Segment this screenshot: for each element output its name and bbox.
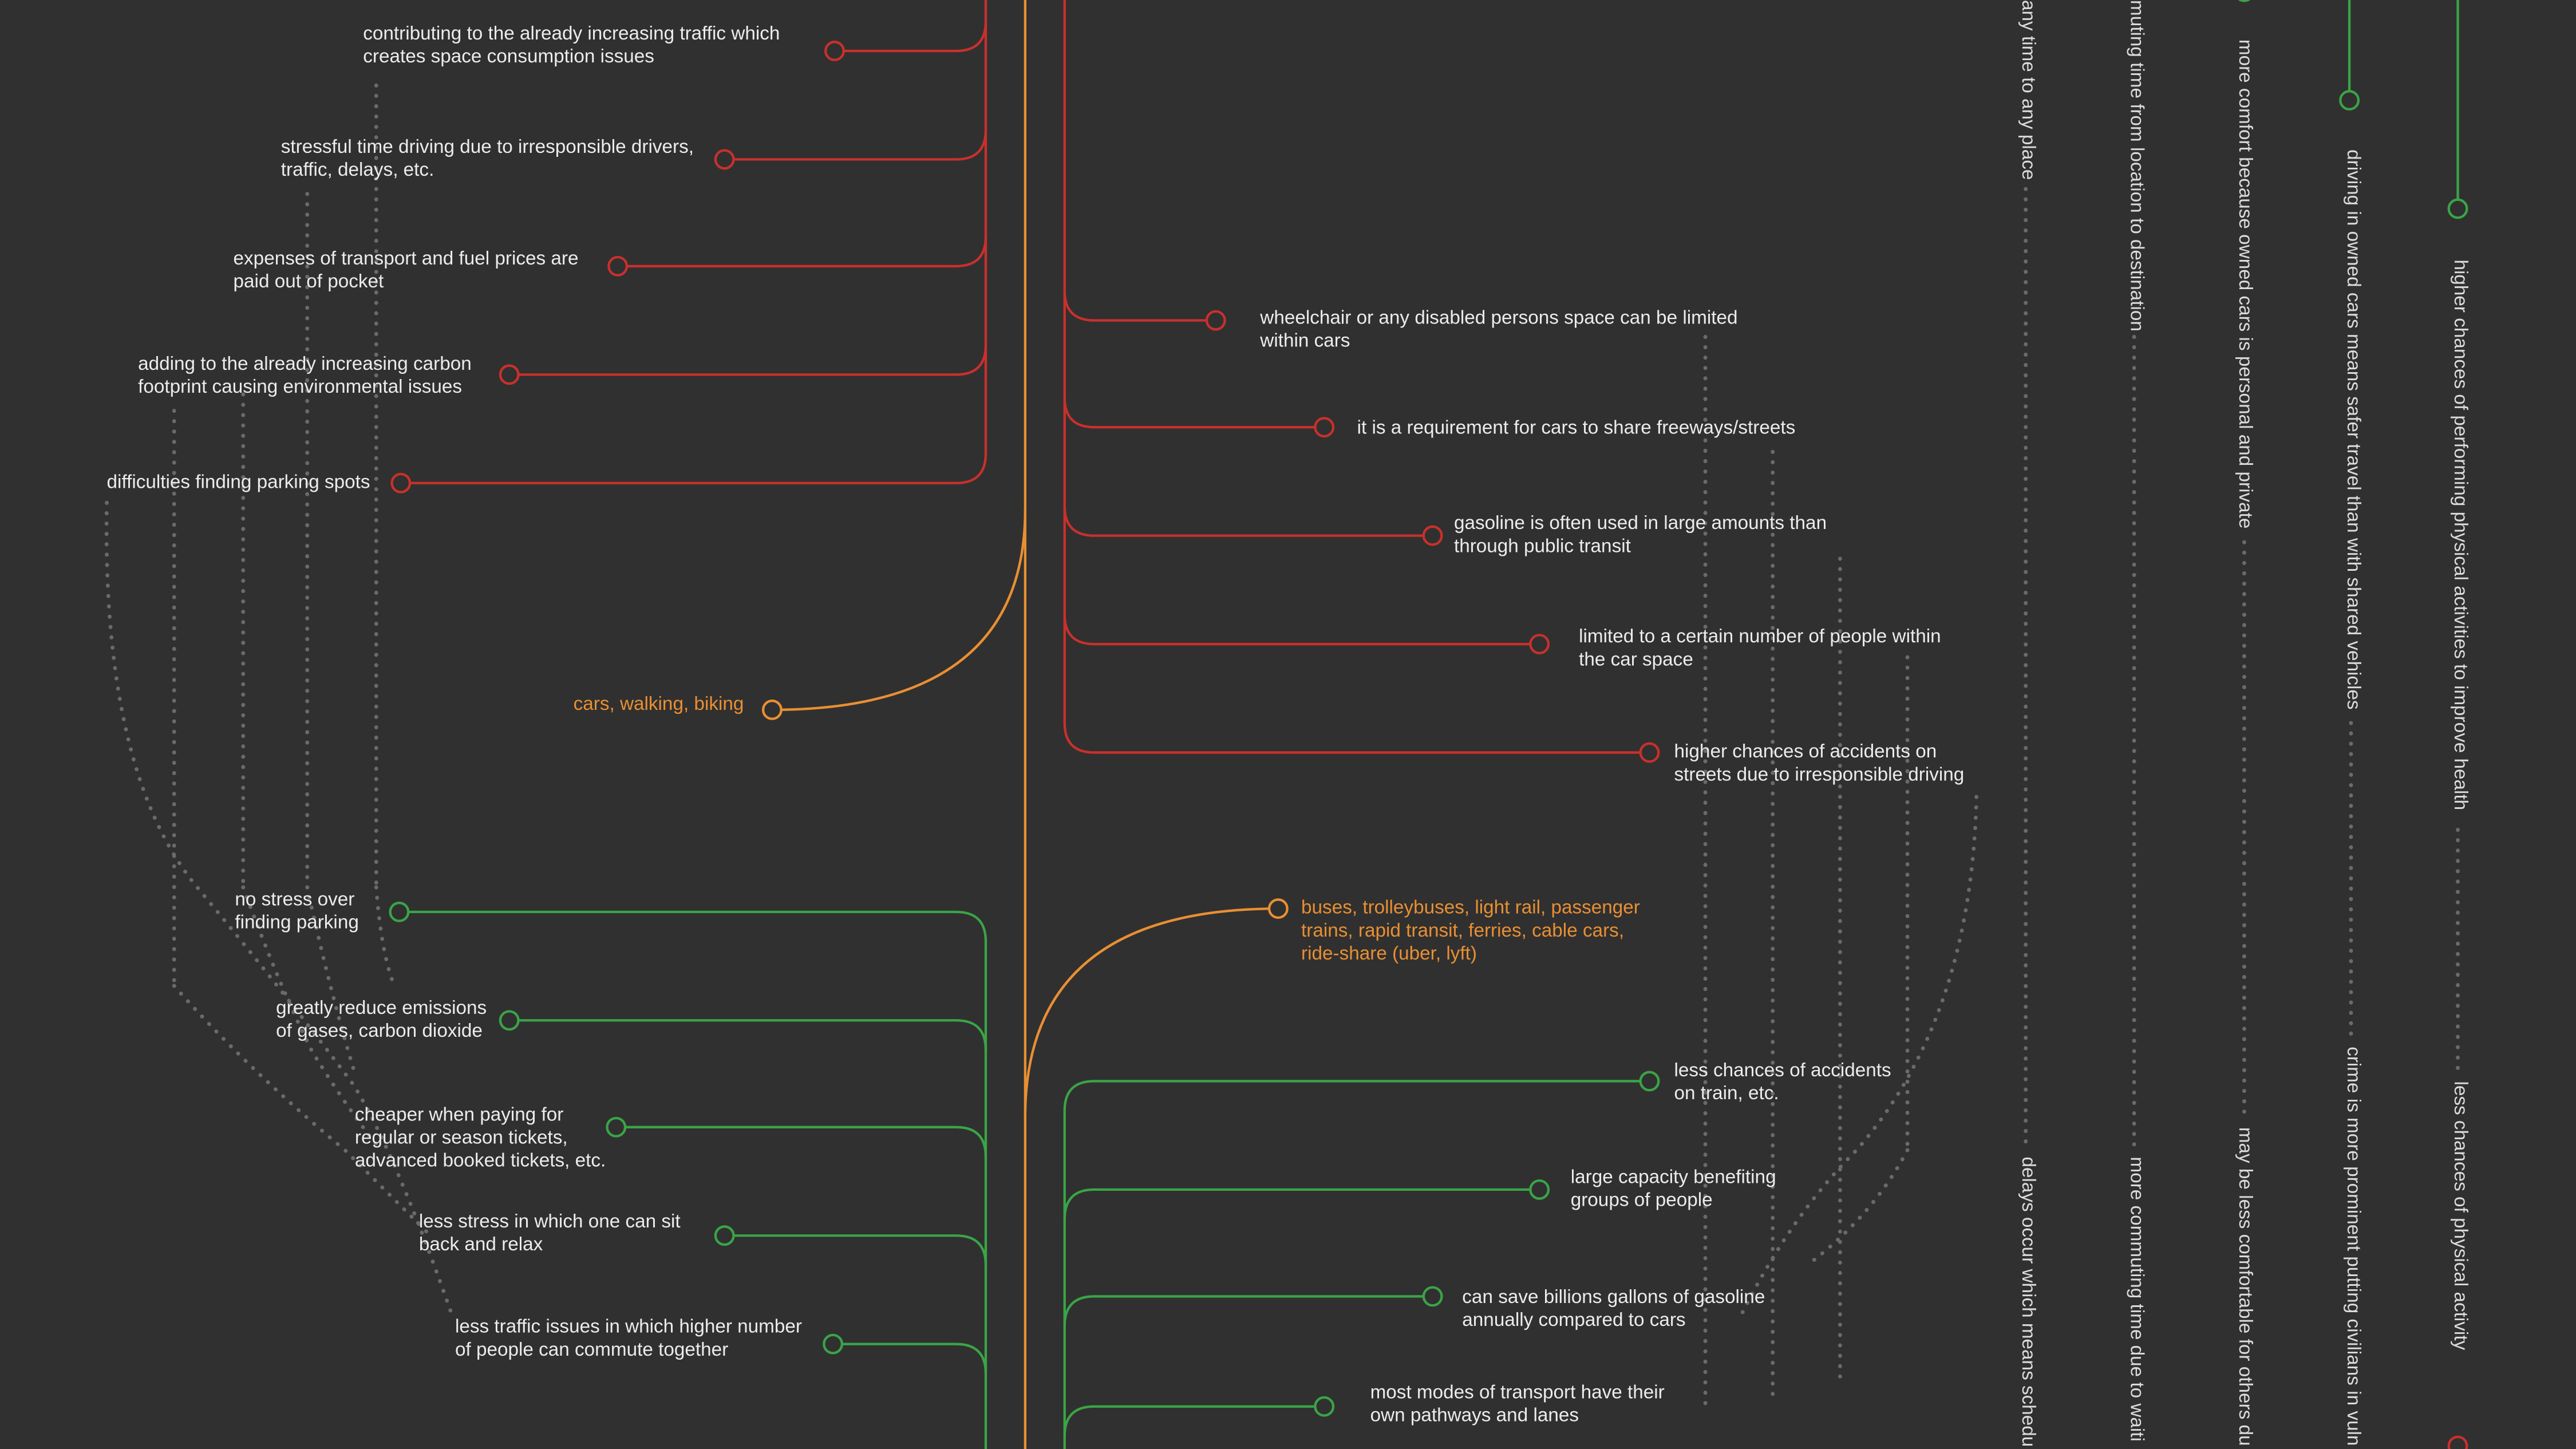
dotted-connector-8 (374, 885, 397, 988)
right-red-node-1 (1314, 417, 1335, 438)
vertical-label-less-comfortable: may be less comfortable for others du (2234, 1127, 2256, 1446)
vertical-label-safer-travel: driving in owned cars means safer travel… (2342, 149, 2364, 710)
dotted-connector-13 (1739, 795, 1979, 1317)
right-red-branch-1 (1063, 397, 1325, 429)
right-green-node-1 (1529, 1179, 1550, 1200)
public-pro-lanes: most modes of transport have their own p… (1370, 1381, 1665, 1427)
car-con-carbon: adding to the already increasing carbon … (138, 353, 472, 398)
top-green-node-0 (2238, 0, 2251, 2)
public-pro-accidents: less chances of accidents on train, etc. (1674, 1060, 1891, 1104)
public-mode-node (1267, 898, 1289, 919)
right-red-branch-2 (1063, 506, 1433, 537)
car-con-traffic: contributing to the already increasing t… (363, 23, 780, 68)
left-red-branch-1 (724, 129, 987, 161)
vertical-label-commuting-time: muting time from location to destination (2125, 0, 2148, 331)
left-green-branch-2 (616, 1126, 987, 1157)
public-mode-branch (1024, 907, 1278, 1118)
public-pro-traffic: less traffic issues in which higher numb… (455, 1316, 803, 1361)
right-green-branch-0 (1063, 1080, 1650, 1111)
right-green-node-0 (1639, 1071, 1660, 1092)
left-green-branch-1 (509, 1019, 987, 1050)
vertical-label-comfort: more comfort because owned cars is perso… (2234, 39, 2256, 529)
right-green-branch-3 (1063, 1405, 1325, 1436)
public-pro-parking: no stress over finding parking (235, 889, 359, 934)
right-red-node-2 (1422, 525, 1443, 546)
private-mode-node (761, 699, 783, 720)
car-con-wheelchair: wheelchair or any disabled persons space… (1260, 307, 1738, 352)
left-green-node-4 (823, 1333, 844, 1355)
vertical-label-physical-activities: higher chances of performing physical ac… (2449, 259, 2471, 811)
public-pro-relax: less stress in which one can sit back an… (418, 1211, 681, 1255)
private-mode-branch (772, 509, 1027, 711)
left-red-branch-0 (834, 21, 987, 53)
right-red-branch-3 (1063, 614, 1540, 646)
car-con-parking: difficulties finding parking spots (106, 471, 370, 493)
public-pro-emissions: greatly reduce emissions of gases, carbo… (276, 997, 487, 1042)
left-red-node-3 (499, 364, 520, 385)
car-con-gasoline: gasoline is often used in large amounts … (1453, 512, 1827, 557)
right-green-node-3 (1314, 1396, 1335, 1417)
vertical-label-more-commuting: more commuting time due to waiti (2125, 1156, 2148, 1442)
right-red-node-4 (1639, 742, 1660, 763)
car-con-share-streets: it is a requirement for cars to share fr… (1357, 417, 1796, 439)
left-green-node-2 (606, 1116, 627, 1138)
dotted-connector-14 (1805, 1148, 1910, 1268)
left-red-node-2 (607, 256, 629, 277)
public-pro-capacity: large capacity benefiting groups of peop… (1570, 1166, 1776, 1211)
right-red-node-0 (1205, 310, 1226, 331)
bottom-red-node (2447, 1435, 2468, 1449)
left-green-branch-0 (399, 910, 987, 942)
mode-label-public: buses, trolleybuses, light rail, passeng… (1301, 897, 1640, 965)
car-con-capacity: limited to a certain number of people wi… (1579, 626, 1941, 670)
left-red-branch-3 (509, 345, 987, 376)
left-red-node-4 (390, 472, 412, 493)
car-con-expenses: expenses of transport and fuel prices ar… (233, 248, 579, 293)
right-green-branch-1 (1063, 1188, 1540, 1219)
top-green-node-2 (2447, 198, 2468, 219)
vertical-label-any-time: any time to any place (2017, 0, 2039, 180)
right-red-branch-0 (1063, 290, 1216, 322)
left-red-node-0 (824, 41, 845, 61)
vertical-label-less-activity: less chances of physical activity (2449, 1081, 2471, 1351)
right-green-branch-2 (1063, 1295, 1433, 1326)
left-green-node-3 (714, 1225, 735, 1246)
left-green-branch-3 (724, 1234, 987, 1265)
dotted-connector-5 (172, 984, 429, 1234)
vertical-label-delays: delays occur which means schedu (2017, 1156, 2039, 1447)
car-con-accidents: higher chances of accidents on streets d… (1674, 741, 1965, 785)
public-pro-cheaper: cheaper when paying for regular or seaso… (354, 1104, 606, 1172)
mode-label-private: cars, walking, biking (573, 693, 744, 715)
left-red-branch-4 (401, 453, 987, 484)
dotted-connector-4 (104, 500, 454, 1317)
vertical-label-crime: crime is more prominent putting civilian… (2342, 1047, 2364, 1446)
left-green-branch-4 (833, 1343, 987, 1374)
right-green-node-2 (1422, 1286, 1443, 1307)
top-green-node-1 (2339, 90, 2360, 111)
right-red-branch-4 (1063, 722, 1650, 754)
car-con-stress: stressful time driving due to irresponsi… (280, 136, 694, 181)
public-pro-gasoline: can save billions gallons of gasoline an… (1462, 1286, 1765, 1331)
right-red-node-3 (1529, 634, 1550, 654)
left-red-node-1 (714, 149, 735, 170)
left-green-node-0 (389, 901, 410, 922)
left-green-node-1 (499, 1010, 520, 1031)
left-red-branch-2 (618, 236, 987, 268)
